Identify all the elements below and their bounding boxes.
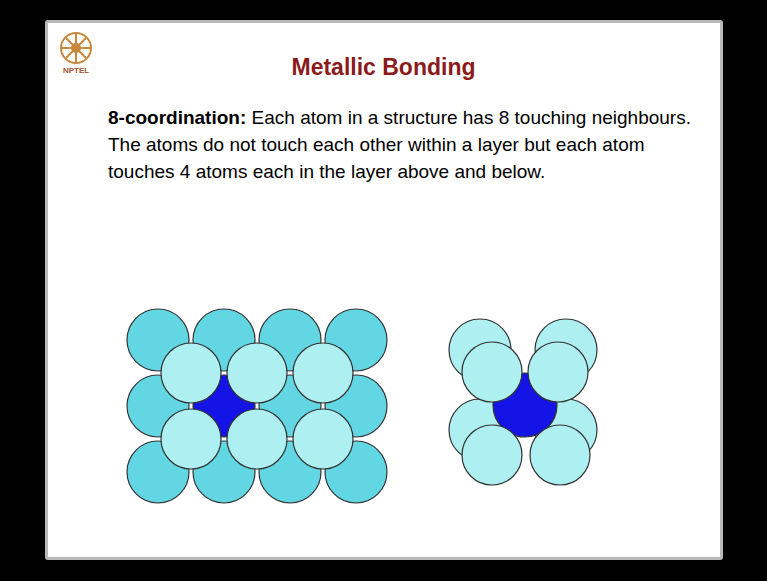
atom — [161, 409, 221, 469]
atom — [528, 342, 588, 402]
front-layer-atoms — [161, 343, 353, 469]
atom — [293, 343, 353, 403]
cell-view — [449, 319, 597, 485]
logo-spoke — [66, 38, 86, 58]
atom — [462, 342, 522, 402]
atom — [530, 425, 590, 485]
term-heading: 8-coordination: — [108, 107, 246, 128]
layer-view — [127, 309, 387, 503]
logo-spoke — [66, 38, 86, 58]
body-paragraph: 8-coordination:Each atom in a structure … — [108, 104, 693, 185]
back-layer-atoms — [127, 309, 387, 503]
logo-ring — [61, 33, 91, 63]
atom — [227, 409, 287, 469]
atom — [227, 343, 287, 403]
atom — [462, 425, 522, 485]
front-layer-atoms — [462, 342, 590, 485]
slide-title: Metallic Bonding — [0, 54, 767, 81]
atom — [161, 343, 221, 403]
logo-label: NPTEL — [56, 66, 96, 75]
atom — [293, 409, 353, 469]
nptel-logo — [61, 33, 91, 63]
